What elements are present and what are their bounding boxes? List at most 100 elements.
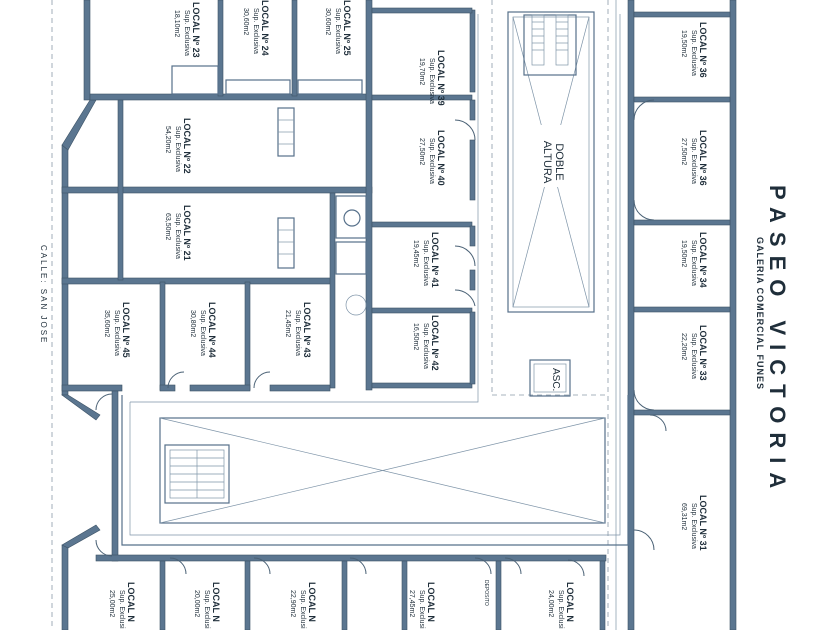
unit-name: LOCAL Nº 22 bbox=[182, 118, 192, 174]
unit-sup: Sup. Exclusiva bbox=[422, 240, 429, 286]
unit-area: 30,60m2 bbox=[242, 8, 249, 36]
unit-sup: Sup. Exclusi bbox=[418, 590, 425, 629]
unit-area: 63,50m2 bbox=[164, 213, 171, 241]
unit-area: 22,20m2 bbox=[680, 333, 687, 361]
unit-name: LOCAL Nº 23 bbox=[191, 2, 201, 58]
unit-sup: Sup. Exclusiva bbox=[428, 58, 435, 104]
unit-name: LOCAL N bbox=[126, 582, 136, 622]
unit-area: 20,00m2 bbox=[193, 590, 200, 618]
doors bbox=[95, 99, 667, 577]
unit-sup: Sup. Exclusi bbox=[299, 590, 306, 629]
unit-area: 54,20m2 bbox=[164, 126, 171, 154]
unit-area: 27,45m2 bbox=[408, 590, 415, 618]
unit-sup: Sup. Exclusiva bbox=[174, 126, 181, 172]
unit-sup: Sup. Exclusiva bbox=[334, 8, 341, 54]
unit-name: LOCAL N bbox=[565, 582, 575, 622]
unit-area: 21,45m2 bbox=[284, 310, 291, 338]
stairs-top bbox=[523, 14, 577, 76]
stairs-small bbox=[171, 65, 363, 269]
unit-name: LOCAL Nº 36 bbox=[698, 22, 708, 78]
unit-name: LOCAL Nº 40 bbox=[436, 130, 446, 186]
unit-area: 22,90m2 bbox=[289, 590, 296, 618]
unit-area: 30,60m2 bbox=[324, 8, 331, 36]
unit-name: LOCAL Nº 41 bbox=[430, 232, 440, 288]
gallery-corridor bbox=[121, 14, 629, 546]
unit-sup: Sup. Exclusiva bbox=[428, 138, 435, 184]
unit-sup: Sup. Exclusiva bbox=[690, 138, 697, 184]
unit-area: 24,00m2 bbox=[547, 590, 554, 618]
unit-name: LOCAL Nº 25 bbox=[342, 0, 352, 56]
unit-sup: Sup. Exclusiva bbox=[690, 503, 697, 549]
unit-sup: Sup. Exclusiva bbox=[183, 10, 190, 56]
unit-name: LOCAL Nº 36 bbox=[698, 130, 708, 186]
unit-sup: Sup. Exclusiva bbox=[422, 323, 429, 369]
unit-name: LOCAL Nº 45 bbox=[121, 302, 131, 358]
unit-sup: Sup. Exclusiva bbox=[199, 310, 206, 356]
deposit-label: DEPOSITO bbox=[483, 580, 489, 606]
unit-area: 18,10m2 bbox=[173, 10, 180, 38]
unit-name: LOCAL Nº 42 bbox=[430, 315, 440, 371]
title-block: PASEO VICTORIA GALERIA COMERCIAL FUNES bbox=[745, 185, 835, 497]
unit-name: LOCAL Nº 44 bbox=[207, 302, 217, 358]
unit-area: 19,70m2 bbox=[418, 58, 425, 86]
unit-sup: Sup. Exclusiva bbox=[252, 8, 259, 54]
project-subtitle: GALERIA COMERCIAL FUNES bbox=[755, 237, 765, 391]
unit-area: 19,50m2 bbox=[680, 30, 687, 58]
unit-sup: Sup. Exclusi bbox=[118, 590, 125, 629]
unit-area: 16,50m2 bbox=[412, 323, 419, 351]
bathroom-block bbox=[335, 195, 367, 316]
unit-name: LOCAL N bbox=[426, 582, 436, 622]
unit-sup: Sup. Exclusiva bbox=[690, 240, 697, 286]
street-label: CALLE: SAN JOSE bbox=[39, 245, 48, 345]
unit-name: LOCAL Nº 21 bbox=[182, 205, 192, 261]
unit-name: LOCAL Nº 33 bbox=[698, 325, 708, 381]
unit-area: 19,50m2 bbox=[680, 240, 687, 268]
walls bbox=[61, 0, 737, 630]
unit-sup: Sup. Exclusiva bbox=[690, 30, 697, 76]
stairs-main bbox=[164, 444, 230, 504]
elevator-label: ASC. bbox=[550, 368, 561, 392]
unit-name: LOCAL N bbox=[211, 582, 221, 622]
unit-name: LOCAL Nº 39 bbox=[436, 50, 446, 106]
unit-sup: Sup. Exclusi bbox=[557, 590, 564, 629]
unit-area: 30,80m2 bbox=[189, 310, 196, 338]
unit-area: 35,60m2 bbox=[103, 310, 110, 338]
unit-name: LOCAL Nº 43 bbox=[302, 302, 312, 358]
unit-name: LOCAL N bbox=[307, 582, 317, 622]
unit-name: LOCAL Nº 31 bbox=[698, 495, 708, 551]
project-title: PASEO VICTORIA bbox=[765, 185, 790, 498]
unit-area: 27,50m2 bbox=[418, 138, 425, 166]
unit-sup: Sup. Exclusiva bbox=[294, 310, 301, 356]
unit-area: 25,00m2 bbox=[108, 590, 115, 618]
elevator bbox=[529, 359, 571, 397]
unit-area: 19,45m2 bbox=[412, 240, 419, 268]
unit-name: LOCAL Nº 24 bbox=[260, 0, 270, 56]
unit-sup: Sup. Exclusiva bbox=[113, 310, 120, 356]
double-height-void bbox=[507, 11, 595, 313]
unit-area: 27,50m2 bbox=[680, 138, 687, 166]
unit-sup: Sup. Exclusiva bbox=[690, 333, 697, 379]
